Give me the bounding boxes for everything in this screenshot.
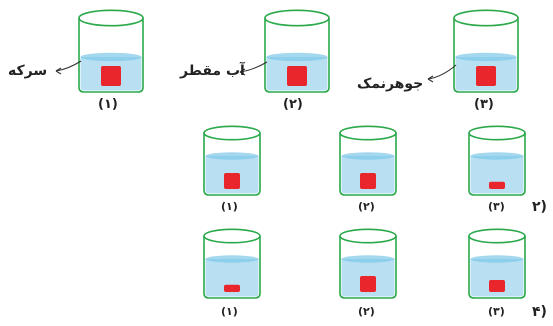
option2-beaker-3-cube — [489, 181, 505, 189]
option4-beaker-3-cube — [489, 280, 505, 292]
pointer-vinegar — [55, 60, 82, 72]
option4-beaker-1-rim — [203, 228, 261, 244]
option2-beaker-3-rim — [468, 125, 526, 141]
pointer-vinegar-head — [55, 67, 62, 75]
option4-beaker-1-cube — [224, 284, 240, 292]
top-beaker-3-outline — [453, 18, 519, 93]
option2-index-2: (۲) — [358, 200, 375, 213]
option2-index-3: (۳) — [488, 200, 505, 213]
option4-beaker-2-rim — [339, 228, 397, 244]
option4-beaker-1-water-surface — [205, 255, 259, 263]
option4-beaker-2-outline — [339, 236, 397, 299]
option2-beaker-2-outline — [339, 133, 397, 196]
top-beaker-1-outline — [78, 18, 144, 93]
label-hydrochloric-acid: جوهرنمک — [357, 76, 424, 92]
top-beaker-3-cube — [476, 66, 496, 86]
option2-beaker-2-rim — [339, 125, 397, 141]
pointer-hydrochloric-acid-head — [427, 75, 434, 83]
top-beaker-2-outline — [264, 18, 330, 93]
option4-index-1: (۱) — [221, 305, 238, 318]
top-index-3: (۳) — [474, 97, 494, 112]
top-beaker-3-rim — [453, 9, 519, 27]
top-index-1: (۱) — [98, 97, 118, 112]
option2-beaker-2-cube — [360, 173, 376, 189]
option4-index-2: (۲) — [358, 305, 375, 318]
option2-beaker-1-rim — [203, 125, 261, 141]
option2-index-1: (۱) — [221, 200, 238, 213]
top-beaker-1-cube — [101, 66, 121, 86]
option4-beaker-2-cube — [360, 276, 376, 292]
top-beaker-2-water-surface — [266, 52, 328, 62]
label-vinegar: سرکه — [8, 63, 48, 79]
top-beaker-2-rim — [264, 9, 330, 27]
pointer-hydrochloric-acid — [427, 64, 457, 80]
option4-beaker-1-water — [205, 259, 259, 297]
option4-beaker-3-outline — [468, 236, 526, 299]
option4-beaker-3-water-surface — [470, 255, 524, 263]
option4-beaker-2-water-surface — [341, 255, 395, 263]
top-beaker-1-water-surface — [80, 52, 142, 62]
option2-beaker-1-cube — [224, 173, 240, 189]
option2-beaker-3-outline — [468, 133, 526, 196]
option2-beaker-2-water-surface — [341, 152, 395, 160]
pointer-distilled-water — [239, 61, 268, 73]
top-beaker-3-water-surface — [455, 52, 517, 62]
option-4-label: (۴ — [532, 304, 547, 320]
pointer-distilled-water-head — [239, 68, 246, 76]
top-index-2: (۲) — [283, 97, 303, 112]
option2-beaker-1-outline — [203, 133, 261, 196]
option-2-label: (۲ — [532, 199, 547, 215]
option4-beaker-1-outline — [203, 236, 261, 299]
option2-beaker-3-water-surface — [470, 152, 524, 160]
option2-beaker-3-water — [470, 156, 524, 194]
option2-beaker-1-water-surface — [205, 152, 259, 160]
option4-beaker-3-rim — [468, 228, 526, 244]
top-beaker-2-cube — [287, 66, 307, 86]
option4-beaker-3-water — [470, 259, 524, 297]
label-distilled-water: آب مقطر — [180, 63, 245, 79]
option4-index-3: (۳) — [488, 305, 505, 318]
top-beaker-1-rim — [78, 9, 144, 27]
